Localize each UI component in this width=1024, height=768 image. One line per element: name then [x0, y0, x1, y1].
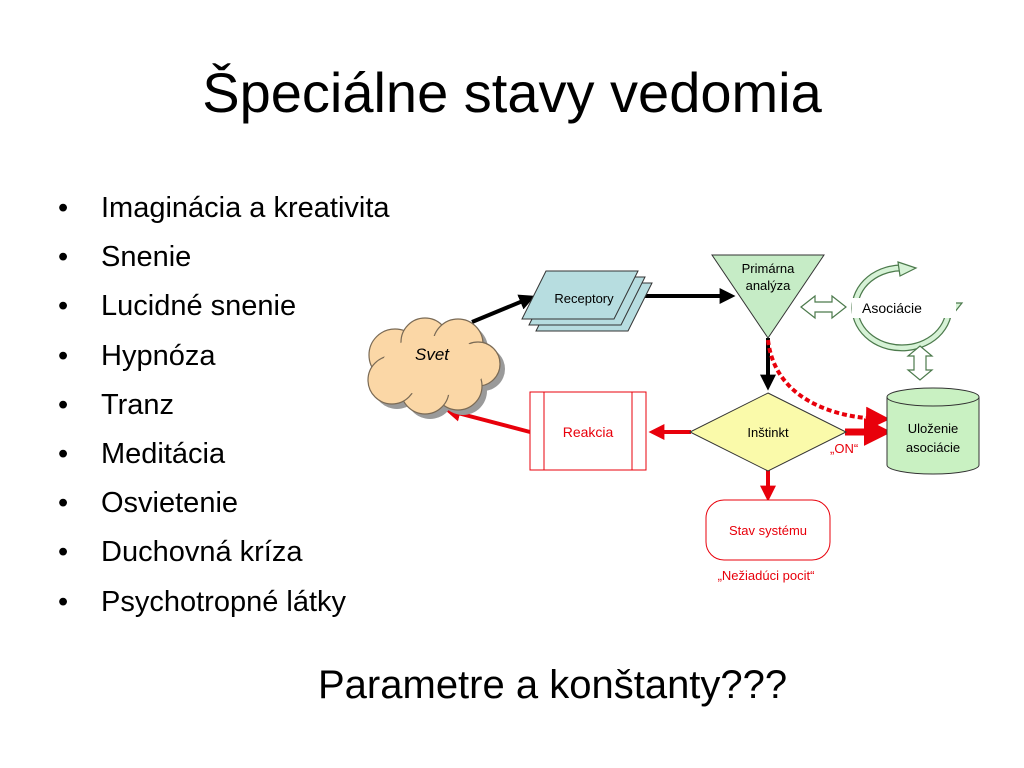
unwanted-feeling-label: „Nežiadúci pocit“ [718, 568, 815, 583]
bullet-text: Hypnóza [101, 339, 216, 372]
system-state-label: Stav systému [729, 523, 807, 538]
bullet-text: Lucidné snenie [101, 290, 297, 323]
bullet-dot: • [58, 585, 69, 618]
reaction-box: Reakcia [529, 391, 647, 471]
receptors-box: Receptory [521, 270, 653, 332]
bullet-item: • Osvietenie [58, 481, 390, 530]
primary-analysis-triangle: Primárna analýza [711, 254, 825, 339]
bullet-item: • Snenie [58, 235, 390, 284]
bullet-item: • Hypnóza [58, 334, 390, 383]
dashed-arrow-analysis-to-storage [766, 339, 890, 431]
bullet-dot: • [58, 536, 69, 569]
bullet-text: Osvietenie [101, 487, 239, 520]
double-arrow-analysis-associations [800, 294, 847, 320]
slide-title: Špeciálne stavy vedomia [202, 61, 822, 124]
instinct-diamond: Inštinkt [688, 392, 848, 472]
bullet-text: Snenie [101, 241, 192, 274]
system-state-box: Stav systému [705, 499, 831, 561]
storage-cylinder: Uloženie asociácie [886, 387, 980, 475]
bullet-dot: • [58, 339, 69, 372]
instinct-label: Inštinkt [747, 425, 789, 440]
bullet-text: Meditácia [101, 437, 226, 470]
bullet-text: Imaginácia a kreativita [101, 192, 390, 224]
bullet-dot: • [58, 388, 69, 421]
footer-question: Parametre a konštanty??? [318, 663, 788, 707]
bullet-dot: • [58, 437, 69, 470]
bullet-dot: • [58, 290, 69, 323]
bullet-dot: • [58, 241, 69, 274]
bullet-dot: • [58, 487, 69, 520]
reaction-label: Reakcia [563, 424, 614, 440]
bullet-text: Tranz [101, 388, 175, 421]
bullet-item: • Duchovná kríza [58, 530, 390, 579]
world-cloud: Svet [367, 317, 505, 419]
bullet-list: • Imaginácia a kreativita • Snenie • Lucidn… [58, 186, 390, 629]
storage-label-2: asociácie [906, 440, 960, 455]
storage-label-1: Uloženie [908, 421, 959, 436]
bullet-text: Duchovná kríza [101, 536, 303, 569]
bullet-item: • Lucidné snenie [58, 284, 390, 333]
primary-analysis-label-1: Primárna [742, 261, 796, 276]
bullet-item: • Imaginácia a kreativita [58, 186, 390, 235]
world-label: Svet [415, 345, 450, 364]
receptors-label: Receptory [554, 291, 614, 306]
double-arrow-associations-storage [906, 345, 934, 381]
primary-analysis-label-2: analýza [746, 278, 792, 293]
bullet-item: • Psychotropné látky [58, 580, 390, 629]
bullet-dot: • [58, 192, 69, 224]
arrow-world-to-receptors [471, 294, 536, 324]
bullet-text: Psychotropné látky [101, 585, 347, 618]
associations-cycle: Asociácie [851, 261, 964, 352]
bullet-item: • Meditácia [58, 432, 390, 481]
bullet-item: • Tranz [58, 383, 390, 432]
associations-label: Asociácie [862, 300, 922, 316]
on-label: „ON“ [830, 441, 858, 456]
